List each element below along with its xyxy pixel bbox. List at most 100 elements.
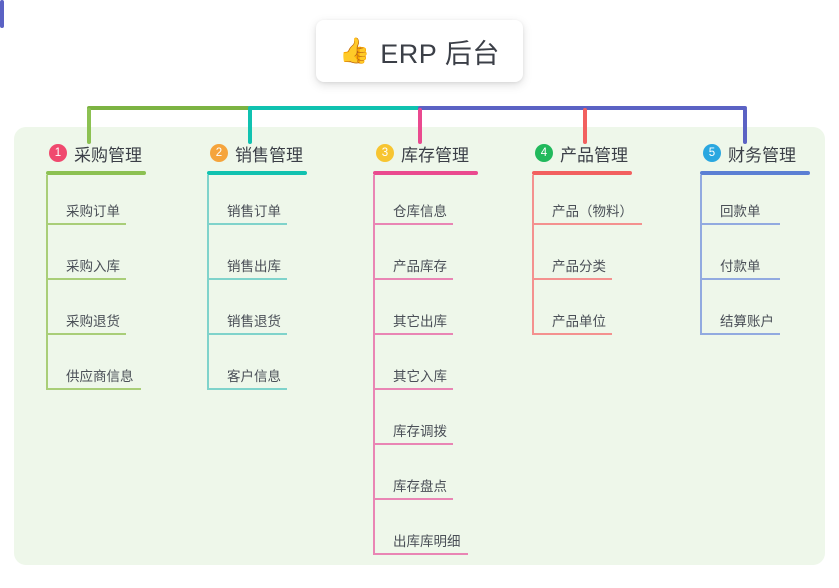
root-trunk-connector (0, 0, 4, 28)
column-index-badge: 2 (210, 144, 228, 162)
branch-item-rule (534, 223, 642, 225)
branch-item[interactable]: 其它出库 (373, 285, 478, 340)
branch-item-label: 付款单 (720, 259, 761, 274)
column-header[interactable]: 4 产品管理 (532, 140, 632, 166)
branch-spine (532, 175, 534, 335)
column-header-rule (700, 171, 810, 175)
branch-item-rule (702, 278, 780, 280)
branch-item[interactable]: 销售退货 (207, 285, 307, 340)
column-header-rule (46, 171, 146, 175)
branch-item-rule (48, 278, 126, 280)
branch-spine (207, 175, 209, 390)
branch-spine (700, 175, 702, 335)
branch-item-label: 产品单位 (552, 314, 606, 329)
branch-item-label: 销售订单 (227, 204, 281, 219)
branch-spine (46, 175, 48, 390)
branch-item-label: 销售出库 (227, 259, 281, 274)
branch-item[interactable]: 结算账户 (700, 285, 810, 340)
branch-item-rule (209, 333, 287, 335)
branch-item[interactable]: 销售订单 (207, 175, 307, 230)
branch-item-label: 采购入库 (66, 259, 120, 274)
branch-item-rule (534, 278, 612, 280)
branch-item-label: 供应商信息 (66, 369, 134, 384)
branch-item-rule (375, 333, 453, 335)
column-finance: 5 财务管理回款单付款单结算账户 (700, 140, 810, 340)
branch-item-label: 产品分类 (552, 259, 606, 274)
column-index-badge: 5 (703, 144, 721, 162)
branch-item-rule (375, 498, 453, 500)
branch-item-rule (375, 388, 453, 390)
stub-purchase (87, 108, 91, 144)
column-header[interactable]: 1 采购管理 (46, 140, 146, 166)
root-node[interactable]: 👍 ERP 后台 (316, 20, 523, 82)
thumbs-up-icon: 👍 (339, 36, 371, 65)
branch-item[interactable]: 采购入库 (46, 230, 146, 285)
branch-item[interactable]: 产品（物料） (532, 175, 642, 230)
stub-product (583, 108, 587, 144)
column-index-badge: 4 (535, 144, 553, 162)
branch-item-rule (375, 278, 453, 280)
stub-sales (248, 108, 252, 144)
column-title: 产品管理 (560, 145, 628, 165)
column-index-badge: 3 (376, 144, 394, 162)
column-header-rule (207, 171, 307, 175)
column-header[interactable]: 2 销售管理 (207, 140, 307, 166)
branch-item-label: 产品库存 (393, 259, 447, 274)
branch-item[interactable]: 库存盘点 (373, 450, 478, 505)
column-index-badge: 1 (49, 144, 67, 162)
column-branch: 仓库信息产品库存其它出库其它入库库存调拨库存盘点出库库明细 (373, 175, 478, 560)
branch-item-rule (48, 333, 126, 335)
branch-item[interactable]: 采购退货 (46, 285, 146, 340)
branch-item-label: 销售退货 (227, 314, 281, 329)
column-title: 采购管理 (74, 145, 142, 165)
branch-item[interactable]: 仓库信息 (373, 175, 478, 230)
column-title: 财务管理 (728, 145, 796, 165)
connector-bar-blue (418, 106, 747, 110)
branch-item[interactable]: 出库库明细 (373, 505, 478, 560)
branch-item-rule (375, 553, 468, 555)
branch-item[interactable]: 其它入库 (373, 340, 478, 395)
branch-item[interactable]: 产品分类 (532, 230, 632, 285)
branch-item[interactable]: 库存调拨 (373, 395, 478, 450)
column-sales: 2 销售管理销售订单销售出库销售退货客户信息 (207, 140, 307, 395)
column-branch: 产品（物料） 产品分类产品单位 (532, 175, 642, 340)
branch-spine (373, 175, 375, 555)
branch-item[interactable]: 采购订单 (46, 175, 146, 230)
branch-item-label: 仓库信息 (393, 204, 447, 219)
branch-item-label: 产品（物料） (552, 204, 633, 219)
branch-item-rule (375, 223, 453, 225)
branch-item-rule (209, 278, 287, 280)
branch-item[interactable]: 付款单 (700, 230, 810, 285)
branch-item[interactable]: 供应商信息 (46, 340, 146, 395)
branch-item-label: 库存调拨 (393, 424, 447, 439)
branch-item-label: 其它入库 (393, 369, 447, 384)
branch-item-rule (209, 388, 287, 390)
branch-item-label: 采购退货 (66, 314, 120, 329)
branch-item-label: 回款单 (720, 204, 761, 219)
column-header-rule (373, 171, 478, 175)
branch-item[interactable]: 客户信息 (207, 340, 307, 395)
column-header[interactable]: 5 财务管理 (700, 140, 810, 166)
column-purchase: 1 采购管理采购订单采购入库采购退货供应商信息 (46, 140, 146, 395)
connector-bar-green (87, 106, 250, 110)
branch-item[interactable]: 产品库存 (373, 230, 478, 285)
branch-item[interactable]: 回款单 (700, 175, 810, 230)
branch-item[interactable]: 产品单位 (532, 285, 632, 340)
column-title: 销售管理 (235, 145, 303, 165)
branch-item-label: 库存盘点 (393, 479, 447, 494)
branch-item-rule (702, 223, 780, 225)
branch-item[interactable]: 销售出库 (207, 230, 307, 285)
connector-bar-teal (248, 106, 420, 110)
branch-item-rule (48, 223, 126, 225)
branch-item-label: 采购订单 (66, 204, 120, 219)
column-product: 4 产品管理产品（物料） 产品分类产品单位 (532, 140, 642, 340)
column-branch: 销售订单销售出库销售退货客户信息 (207, 175, 307, 395)
stub-inventory (418, 108, 422, 144)
branch-item-rule (209, 223, 287, 225)
root-title: ERP 后台 (380, 38, 500, 69)
branch-item-label: 客户信息 (227, 369, 281, 384)
branch-item-rule (534, 333, 612, 335)
